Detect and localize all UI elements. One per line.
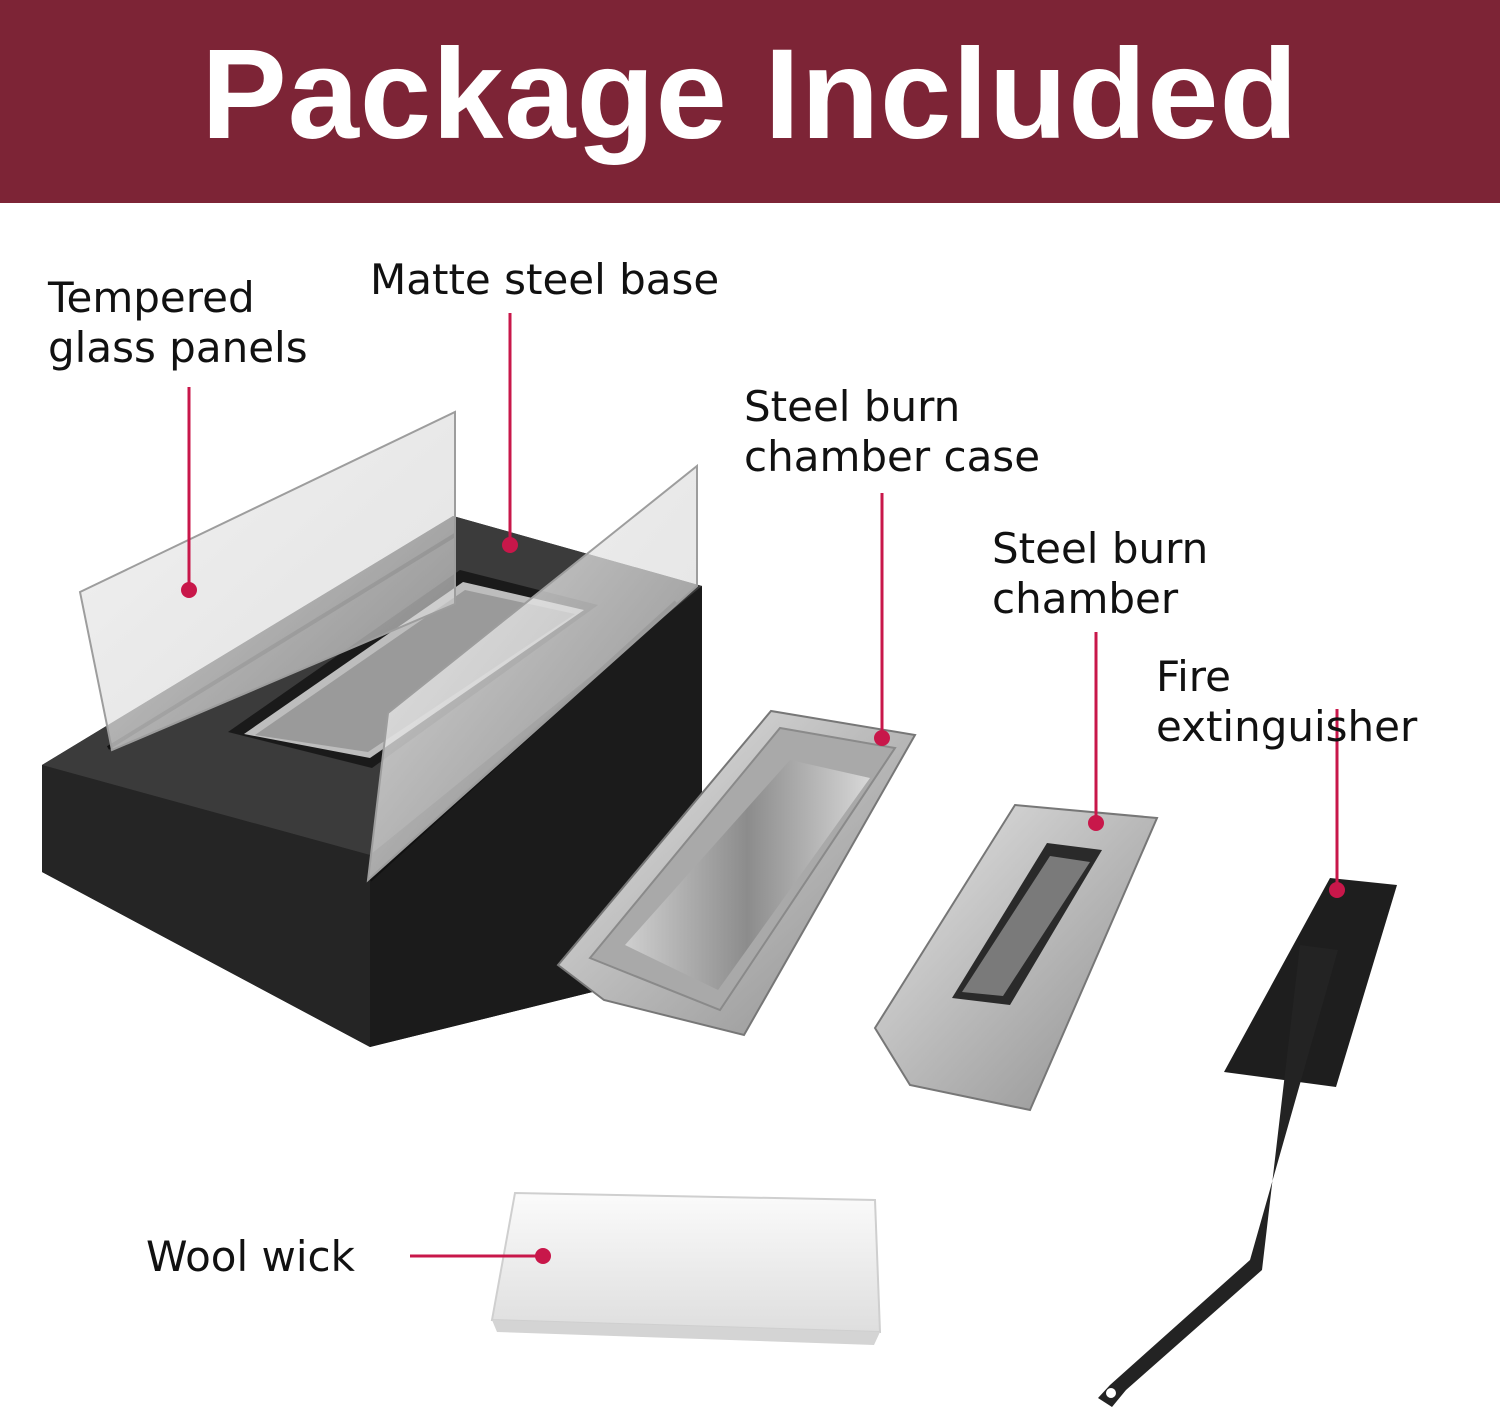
- label-tempered-glass-panels: Tempered glass panels: [48, 273, 308, 372]
- dot-extinguisher: [1329, 882, 1345, 898]
- label-steel-burn-chamber-case: Steel burn chamber case: [744, 382, 1041, 481]
- dot-case: [874, 730, 890, 746]
- dot-wick: [535, 1248, 551, 1264]
- callout-lines: [187, 313, 1339, 1258]
- page-title: Package Included: [201, 22, 1299, 166]
- label-matte-steel-base: Matte steel base: [370, 255, 720, 304]
- callout-dots: [181, 537, 1345, 1264]
- tempered-glass-panels: [78, 410, 698, 883]
- dot-chamber: [1088, 815, 1104, 831]
- dot-base: [502, 537, 518, 553]
- title-banner: Package Included: [0, 0, 1500, 203]
- label-fire-extinguisher: Fire extinguisher: [1156, 652, 1418, 751]
- label-steel-burn-chamber: Steel burn chamber: [992, 524, 1209, 623]
- fire-extinguisher-tool: [1098, 878, 1397, 1407]
- wool-wick: [490, 1191, 882, 1345]
- steel-burn-chamber-case: [556, 709, 917, 1037]
- label-wool-wick: Wool wick: [146, 1232, 355, 1281]
- steel-burn-chamber: [873, 803, 1159, 1112]
- dot-glass: [181, 582, 197, 598]
